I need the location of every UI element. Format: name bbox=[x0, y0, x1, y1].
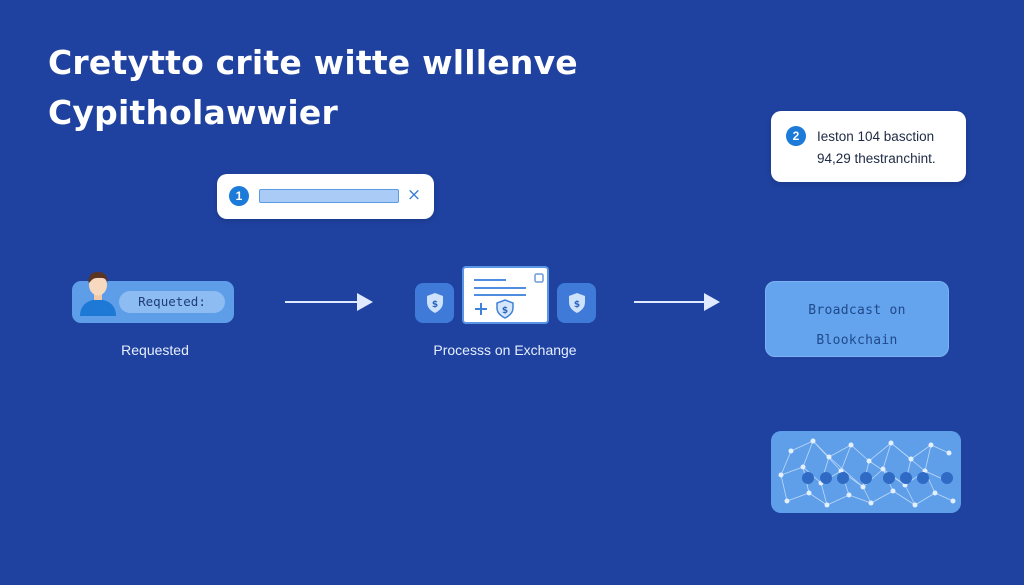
callout-text-line-2: 94,29 thestranchint. bbox=[817, 151, 936, 166]
callout-text-line-1: Ieston 104 basction bbox=[817, 129, 935, 144]
shield-dollar-tile-left: $ bbox=[415, 283, 454, 323]
shield-dollar-icon: $ bbox=[568, 293, 585, 313]
broadcast-line-2: Blookchain bbox=[816, 333, 898, 348]
step-label-process: Processs on Exchange bbox=[433, 342, 577, 358]
exchange-document-card: $ bbox=[462, 266, 549, 324]
arrow-right-icon bbox=[634, 293, 720, 311]
svg-text:$: $ bbox=[502, 306, 508, 316]
title-line-2: Cypitholawwier bbox=[48, 93, 338, 132]
shield-dollar-icon: $ bbox=[426, 293, 443, 313]
step-number-badge: 2 bbox=[786, 126, 806, 146]
progress-input-bar[interactable] bbox=[259, 189, 399, 203]
callout-step-1: 1 × bbox=[217, 174, 434, 219]
callout-text: Ieston 104 basction 94,29 thestranchint. bbox=[817, 126, 936, 170]
shield-dollar-tile-right: $ bbox=[557, 283, 596, 323]
arrow-right-icon bbox=[285, 293, 373, 311]
step-label-requested: Requested bbox=[121, 342, 189, 358]
network-nodes-icon bbox=[778, 438, 956, 508]
user-avatar-icon bbox=[80, 272, 116, 316]
requested-status-pill: Requeted: bbox=[119, 291, 225, 313]
close-icon[interactable]: × bbox=[406, 185, 422, 205]
document-card-icon: $ bbox=[474, 273, 544, 319]
blockchain-network-graphic bbox=[771, 431, 961, 513]
broadcast-blockchain-card: Broadcast on Blookchain bbox=[765, 281, 949, 357]
page-title: Cretytto crite witte wlllenve Cypitholaw… bbox=[48, 38, 578, 138]
step-number-badge: 1 bbox=[229, 186, 249, 206]
svg-text:$: $ bbox=[573, 300, 579, 310]
callout-step-2: 2 Ieston 104 basction 94,29 thestranchin… bbox=[771, 111, 966, 182]
broadcast-line-1: Broadcast on bbox=[808, 303, 906, 318]
title-line-1: Cretytto crite witte wlllenve bbox=[48, 43, 578, 82]
svg-text:$: $ bbox=[431, 300, 437, 310]
